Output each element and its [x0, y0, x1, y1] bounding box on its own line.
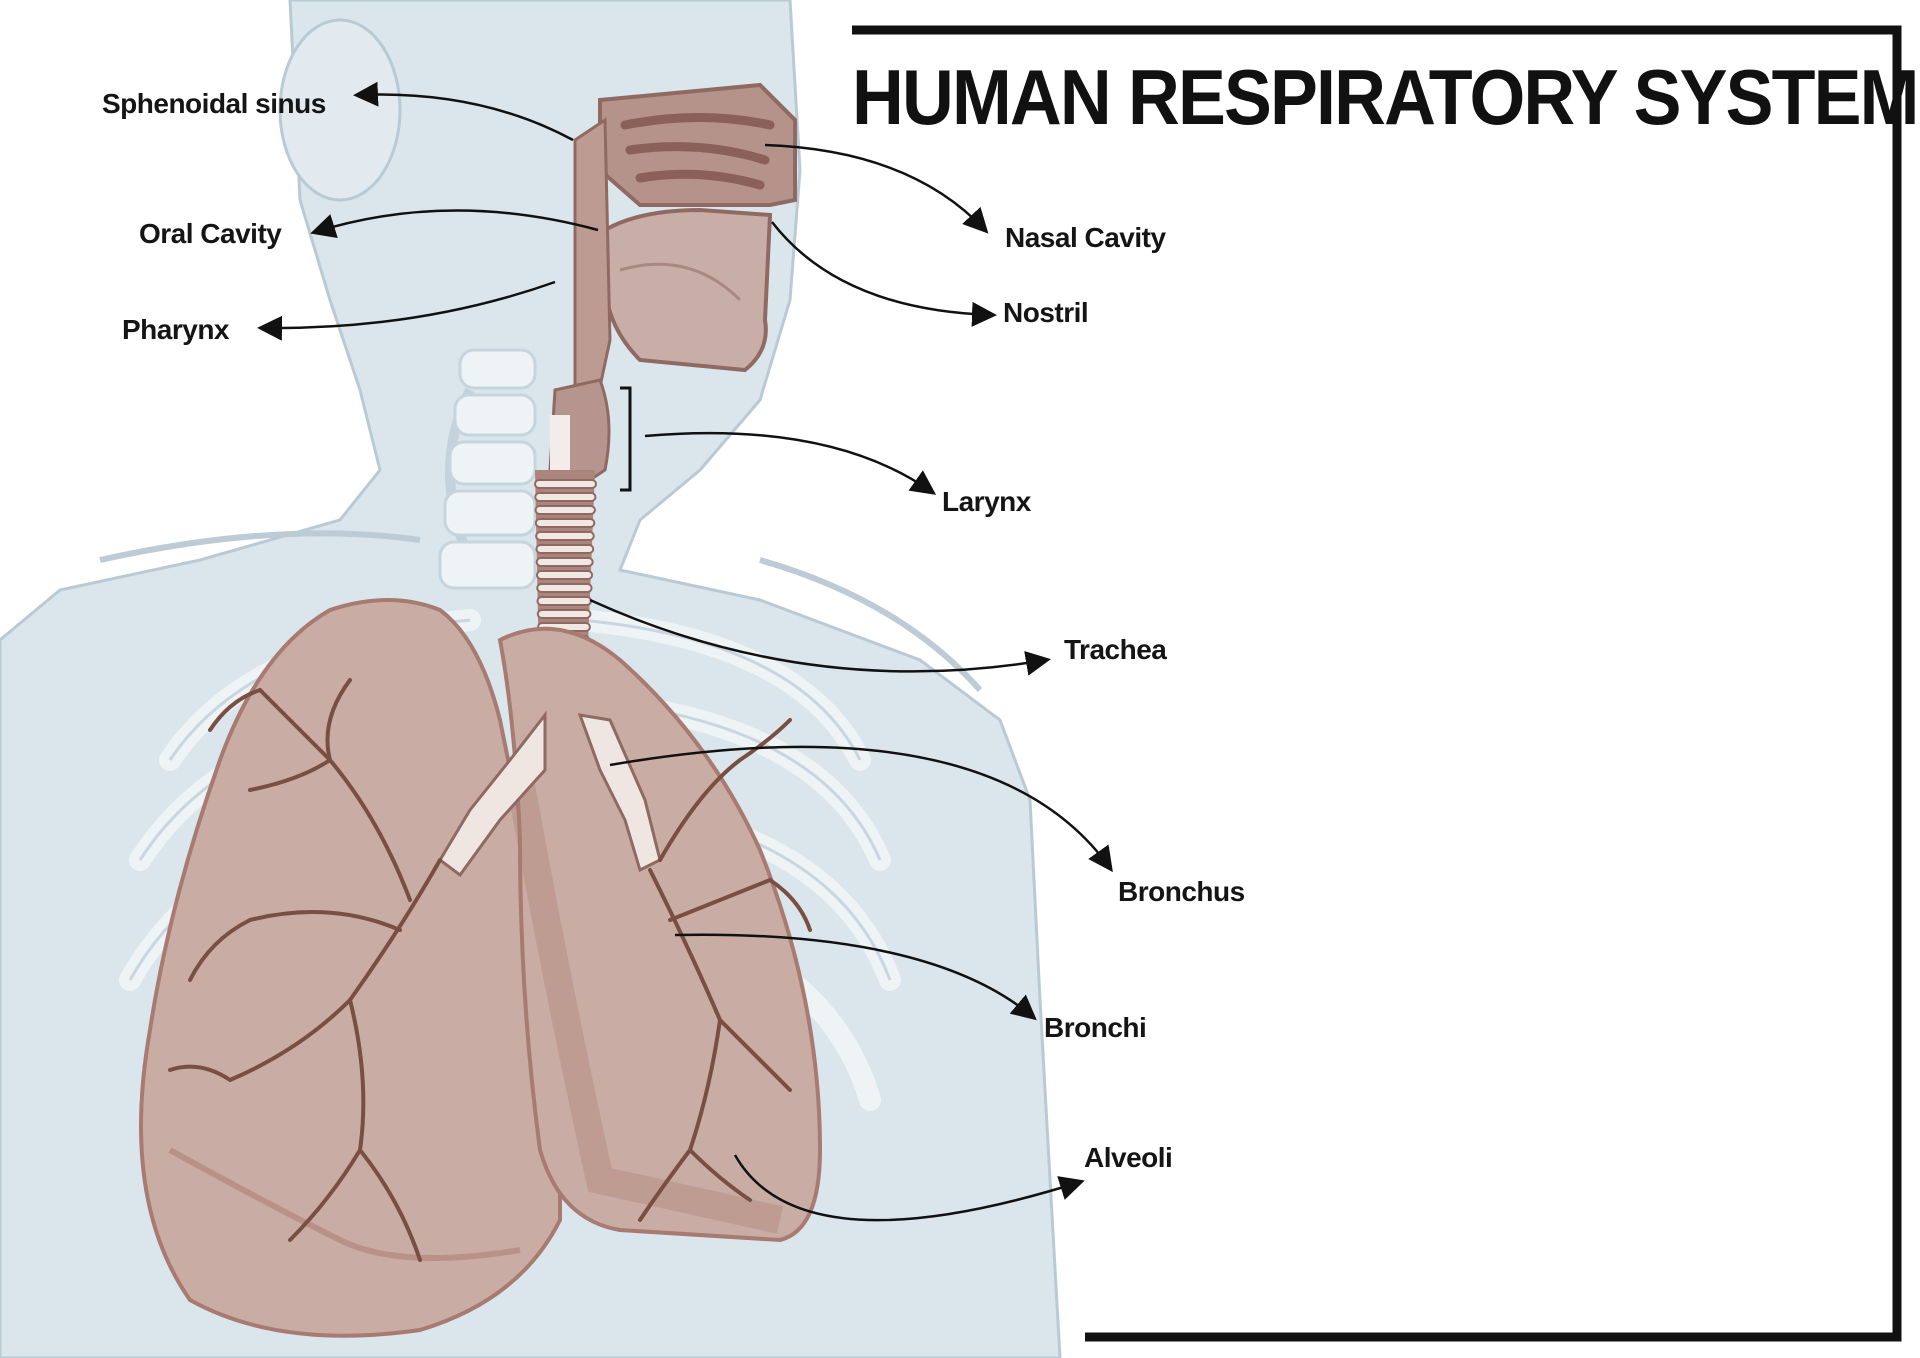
nasal-oral-structures: [573, 82, 797, 423]
arrow-bronchi: [674, 933, 1037, 1021]
trachea-ring: [534, 479, 597, 489]
arrow-bronchus: [609, 745, 1113, 873]
page-title: HUMAN RESPIRATORY SYSTEM: [852, 53, 1919, 141]
arrow-pharynx: [257, 280, 556, 341]
label-bronchus: Bronchus: [1118, 876, 1245, 907]
arrow-nostril: [771, 221, 997, 327]
bronchial-tree: [168, 678, 812, 1262]
arrow-trachea: [589, 598, 1051, 676]
label-pharynx: Pharynx: [122, 314, 230, 345]
label-larynx: Larynx: [942, 486, 1031, 517]
arrow-nasal-cavity: [764, 143, 989, 234]
larynx-bracket: [620, 386, 632, 492]
callout-arrows: [257, 81, 1113, 1222]
arrow-oral-cavity: [310, 209, 599, 239]
trachea-ring: [535, 544, 595, 554]
trachea-ring: [535, 531, 595, 541]
arrow-sphenoidal-sinus: [353, 81, 574, 142]
vertebrae: [438, 348, 537, 590]
label-oral-cavity: Oral Cavity: [139, 218, 282, 249]
trachea-ring: [535, 570, 594, 580]
trachea-ring: [536, 596, 593, 606]
trachea-ring: [536, 609, 592, 619]
arrow-larynx: [644, 431, 937, 495]
arrow-alveoli: [733, 1154, 1085, 1222]
label-trachea: Trachea: [1064, 634, 1167, 665]
trachea-ring: [534, 492, 597, 502]
trachea-ring: [534, 518, 596, 528]
main-bronchi: [438, 710, 662, 878]
label-nostril: Nostril: [1003, 297, 1089, 328]
label-bronchi: Bronchi: [1044, 1012, 1147, 1043]
label-nasal-cavity: Nasal Cavity: [1005, 222, 1166, 253]
trachea-ring: [536, 583, 593, 593]
right-lung: [139, 598, 562, 1338]
label-alveoli: Alveoli: [1084, 1142, 1173, 1173]
title-frame: [852, 25, 1902, 1342]
label-sphenoidal-sinus: Sphenoidal sinus: [102, 88, 326, 119]
trachea-ring: [534, 505, 596, 515]
trachea-ring: [535, 557, 594, 567]
